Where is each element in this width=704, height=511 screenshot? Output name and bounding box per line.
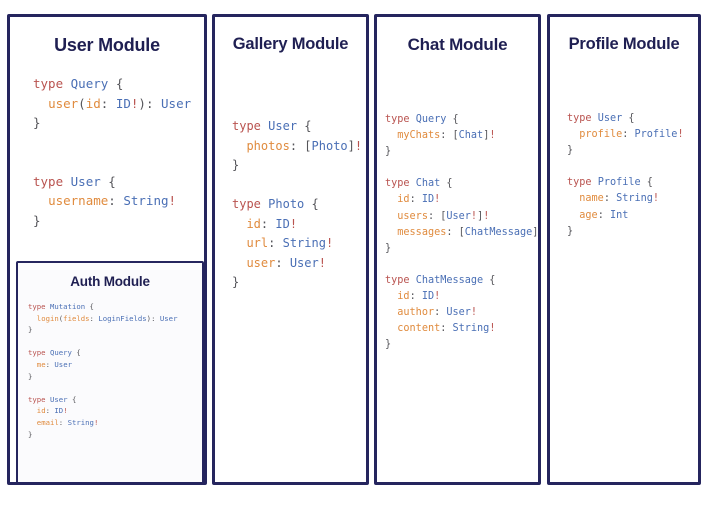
module-code-user: type Query { user(id: ID!): User } type … — [33, 76, 192, 228]
module-code-profile: type User { profile: Profile! } type Pro… — [567, 113, 684, 237]
module-card-auth[interactable]: Auth Module type Mutation { login(fields… — [16, 261, 204, 482]
module-card-user[interactable]: User Module type Query { user(id: ID!): … — [7, 14, 207, 485]
module-title-profile: Profile Module — [568, 35, 680, 53]
module-title-user: User Module — [54, 35, 160, 55]
module-title-gallery: Gallery Module — [232, 35, 349, 53]
module-card-chat[interactable]: Chat Module type Query { myChats: [Chat]… — [374, 14, 541, 485]
module-code-chat: type Query { myChats: [Chat]! } type Cha… — [385, 114, 539, 351]
module-title-auth: Auth Module — [70, 274, 150, 289]
module-card-gallery[interactable]: Gallery Module type User { photos: [Phot… — [212, 14, 369, 485]
module-code-gallery: type User { photos: [Photo]! } type Phot… — [232, 119, 363, 289]
module-card-profile[interactable]: Profile Module type User { profile: Prof… — [547, 14, 701, 485]
module-code-auth: type Mutation { login(fields: LoginField… — [28, 302, 178, 439]
module-title-chat: Chat Module — [407, 35, 508, 54]
